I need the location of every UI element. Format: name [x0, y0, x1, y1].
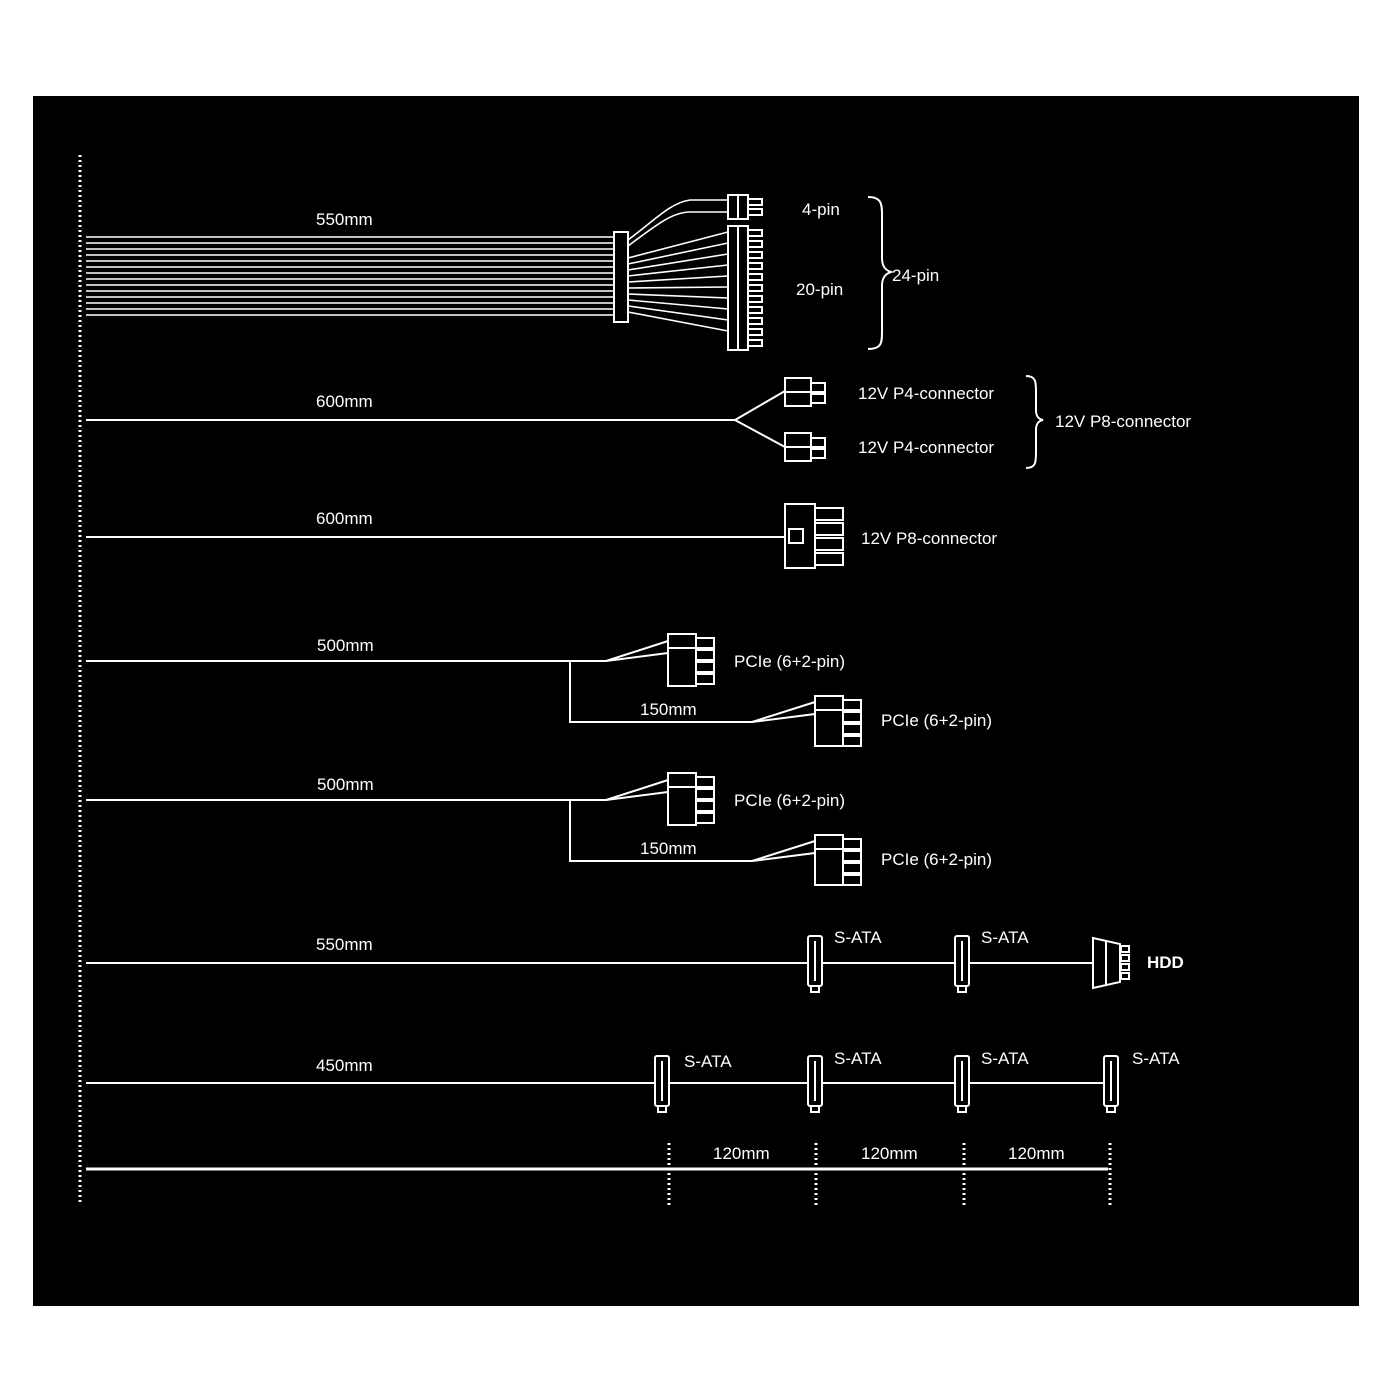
eps-p4-label-bottom: 12V P4-connector [858, 438, 994, 457]
atx-fanout-wires [627, 199, 729, 332]
sata-plug-3 [954, 1055, 970, 1113]
pcie2-connector-a-label: PCIe (6+2-pin) [734, 791, 845, 810]
pcie1-connector-b-label: PCIe (6+2-pin) [881, 711, 992, 730]
spacing-scale: 120mm 120mm 120mm [86, 1143, 1112, 1207]
pcie1-fan-bottom [605, 652, 669, 662]
pcie2-plug-b [814, 834, 862, 886]
pcie-cable-2: 500mm PCIe (6+2-pin) 150mm PCIe (6+2-pin… [86, 772, 992, 886]
sata-hdd-label-1: S-ATA [834, 928, 882, 947]
psu-cable-diagram: 550mm 4-pin 20-pin 24-pin 600mm 12V P4-c… [78, 155, 1191, 1207]
atx-cable: 550mm 4-pin 20-pin 24-pin [86, 194, 939, 351]
eps-p8-plug [784, 503, 844, 569]
atx-24pin-brace [867, 196, 895, 350]
sata-plug-2 [807, 1055, 823, 1113]
diagram-panel: 550mm 4-pin 20-pin 24-pin 600mm 12V P4-c… [33, 96, 1359, 1306]
sata-label-4: S-ATA [1132, 1049, 1180, 1068]
eps-p4-label-top: 12V P4-connector [858, 384, 994, 403]
sata-length-label: 450mm [316, 1056, 373, 1075]
pcie2-branch-length-label: 150mm [640, 839, 697, 858]
atx-20pin-plug [727, 225, 763, 351]
pcie2-branch-fan-top [751, 840, 816, 862]
atx-4pin-plug [727, 194, 763, 220]
pcie2-branch-wire [569, 800, 752, 862]
eps-length-label: 600mm [316, 509, 373, 528]
eps-p4-plug-bottom [784, 432, 826, 462]
hdd-label: HDD [1147, 953, 1184, 972]
spacing-label-2: 120mm [861, 1144, 918, 1163]
atx-cable-clamp [613, 231, 629, 323]
pcie2-plug-a [667, 772, 715, 826]
pcie1-branch-fan-bottom [751, 713, 816, 723]
hdd-molex-plug [1092, 936, 1130, 990]
sata-label-3: S-ATA [981, 1049, 1029, 1068]
pcie-cable-1: 500mm PCIe (6+2-pin) 150mm PCIe (6+2-pin… [86, 633, 992, 747]
atx-length-label: 550mm [316, 210, 373, 229]
pcie1-branch-fan-top [751, 701, 816, 723]
sata-plug-1 [654, 1055, 670, 1113]
pcie1-branch-wire [569, 661, 752, 723]
sata-label-2: S-ATA [834, 1049, 882, 1068]
sata-hdd-plug-1 [807, 935, 823, 993]
eps-split-cable: 600mm 12V P4-connector 12V P4-connector … [86, 375, 1191, 469]
pcie2-connector-b-label: PCIe (6+2-pin) [881, 850, 992, 869]
atx-20pin-label: 20-pin [796, 280, 843, 299]
atx-4pin-label: 4-pin [802, 200, 840, 219]
eps-split-branch-top [734, 390, 786, 421]
pcie2-fan-top [605, 779, 669, 801]
atx-24pin-label: 24-pin [892, 266, 939, 285]
sata-hdd-cable: 550mm S-ATA S-ATA HDD [86, 928, 1184, 993]
sata-label-1: S-ATA [684, 1052, 732, 1071]
atx-wire-bundle [86, 236, 614, 316]
pcie2-fan-bottom [605, 791, 669, 801]
sata-hdd-length-label: 550mm [316, 935, 373, 954]
sata-cable: 450mm S-ATA S-ATA S-ATA S-ATA [86, 1049, 1180, 1113]
eps-split-branch-bottom [734, 419, 786, 448]
spacing-label-3: 120mm [1008, 1144, 1065, 1163]
eps-p4-plug-top [784, 377, 826, 407]
pcie1-branch-length-label: 150mm [640, 700, 697, 719]
sata-hdd-label-2: S-ATA [981, 928, 1029, 947]
pcie1-plug-a [667, 633, 715, 687]
eps-split-length-label: 600mm [316, 392, 373, 411]
pcie1-connector-a-label: PCIe (6+2-pin) [734, 652, 845, 671]
eps-cable: 600mm 12V P8-connector [86, 503, 997, 569]
eps-p8-group-label: 12V P8-connector [1055, 412, 1191, 431]
eps-p8-label: 12V P8-connector [861, 529, 997, 548]
spacing-label-1: 120mm [713, 1144, 770, 1163]
pcie2-length-label: 500mm [317, 775, 374, 794]
pcie2-branch-fan-bottom [751, 852, 816, 862]
pcie1-plug-b [814, 695, 862, 747]
pcie1-length-label: 500mm [317, 636, 374, 655]
eps-p8-brace [1025, 375, 1044, 469]
sata-hdd-plug-2 [954, 935, 970, 993]
pcie1-fan-top [605, 640, 669, 662]
sata-plug-4 [1103, 1055, 1119, 1113]
